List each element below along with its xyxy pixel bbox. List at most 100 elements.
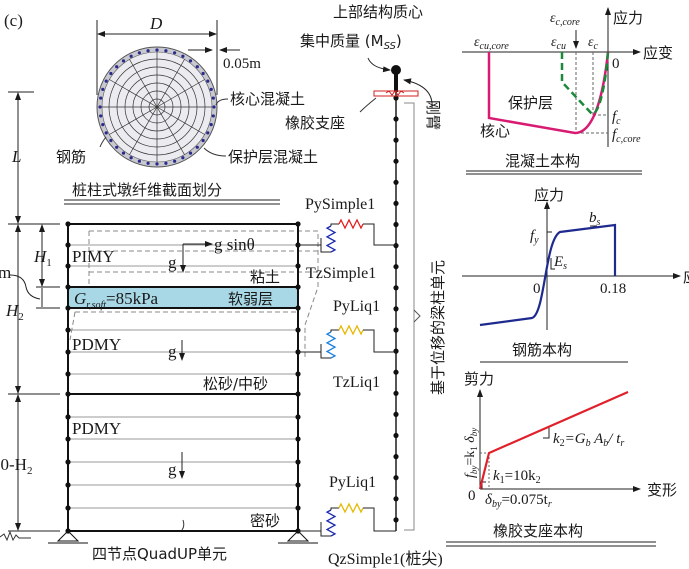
gravity-label-2: g <box>168 342 177 361</box>
L-label: L <box>11 147 21 166</box>
steel-strain-limit: 0.18 <box>600 281 626 297</box>
pile-node <box>393 116 399 122</box>
fiber-radial <box>109 106 158 135</box>
spring-link <box>320 507 339 537</box>
t-z-spring <box>325 225 337 253</box>
rebar-dot <box>181 156 185 160</box>
pile-node <box>393 285 399 291</box>
rebar-dot <box>188 151 193 155</box>
cover-thickness-label: 0.05m <box>223 56 261 72</box>
loose-sand-model-label: PDMY <box>72 335 121 354</box>
p-y-spring <box>338 324 364 336</box>
dense-sand-label: 密砂 <box>250 512 280 530</box>
H1-label: H1 <box>33 247 52 269</box>
rebar-dot <box>146 161 150 165</box>
soft-layer-label: 软弱层 <box>228 290 273 308</box>
k2-label: k2=Gb Ab/ tr <box>553 431 624 449</box>
rebar-dot <box>209 87 213 91</box>
rebar-dot <box>129 156 133 160</box>
soil-node <box>295 459 301 465</box>
soil-node <box>295 414 301 420</box>
rebar-dot <box>137 51 141 55</box>
t-z-spring <box>325 331 337 359</box>
soil-node <box>65 349 71 355</box>
rebar-dot <box>155 162 159 166</box>
fiber-radial <box>156 79 205 108</box>
pile-node <box>393 496 399 502</box>
fixed-supports <box>0 530 318 544</box>
spring-link <box>320 223 339 253</box>
fc-label: fc <box>612 109 621 127</box>
rebar-dot <box>181 54 185 58</box>
Es-label: Es <box>553 254 567 272</box>
spring-link <box>363 329 396 353</box>
pile-node <box>393 200 399 206</box>
soil-node <box>295 391 301 397</box>
bearing-origin: 0 <box>468 488 476 504</box>
H2-label: H2 <box>5 301 24 323</box>
bearing-model-chart <box>477 389 641 492</box>
bearing-y-axis-label: 剪力 <box>464 370 494 388</box>
rebar-dot <box>164 49 168 53</box>
steel-origin: 0 <box>533 281 541 297</box>
pile-cross-section: D 0.05m 核心混凝土 钢筋 保护层混凝土 桩柱式墩纤维截面划分 <box>56 14 318 205</box>
spring-link <box>298 522 322 532</box>
rebar-dot <box>173 51 177 55</box>
concrete-origin: 0 <box>612 56 620 72</box>
concrete-y-axis-label: 应力 <box>613 9 643 27</box>
mass-label-1: 上部结构质心 <box>333 3 423 21</box>
soil-node <box>295 436 301 442</box>
bottom-depth-label: 30-H2 <box>0 455 32 477</box>
rebar-dot <box>121 151 126 155</box>
eps-cu-core-label: εcu,core <box>474 35 509 52</box>
p-y-spring <box>338 218 364 230</box>
dense-sand-model-label: PDMY <box>72 419 121 438</box>
loose-sand-label: 松砂/中砂 <box>203 375 268 393</box>
dimension-lines <box>8 91 60 532</box>
pile-node <box>393 454 399 460</box>
rebar-dot <box>137 159 141 163</box>
rebar-dot <box>99 114 103 118</box>
fby-label: fby=k1 δby <box>463 428 479 478</box>
rebar-dot <box>164 161 168 165</box>
soil-node <box>65 305 71 311</box>
soil-column <box>65 221 319 534</box>
fiber-radial <box>156 106 205 135</box>
beam-column-label: 基于位移的梁柱单元 <box>429 260 447 395</box>
rebar-dot <box>109 71 113 76</box>
pile-node <box>393 517 399 523</box>
bearing-x-axis-label: 变形 <box>647 481 677 499</box>
rebar-dot <box>104 131 108 135</box>
fiber-radial <box>129 106 158 155</box>
pile-node <box>393 432 399 439</box>
pile-node <box>393 348 399 354</box>
p-y-spring <box>338 502 364 514</box>
mass-label-2: 集中质量 (MSS) <box>300 32 402 52</box>
soil-node <box>295 482 301 488</box>
concrete-model-title: 混凝土本构 <box>505 152 580 170</box>
clay-label: 粘土 <box>250 268 280 286</box>
rebar-dot <box>99 96 103 100</box>
pile-node <box>393 221 399 228</box>
pile-node <box>393 369 399 375</box>
spring-link <box>320 329 339 359</box>
pile-node <box>393 158 399 164</box>
soil-node <box>65 436 71 442</box>
spring-link <box>298 344 322 353</box>
soil-node <box>295 284 301 290</box>
core-curve-label: 核心 <box>480 122 510 140</box>
spring-link <box>363 223 396 246</box>
rebar-dot <box>211 114 215 118</box>
soil-node <box>65 284 71 290</box>
pile-node <box>393 179 399 185</box>
soil-node <box>295 371 301 377</box>
steel-model-chart <box>462 201 681 330</box>
soil-node <box>65 482 71 488</box>
diameter-label: D <box>149 14 163 33</box>
eps-c-core-label: εc,core <box>550 11 580 28</box>
pile-node <box>393 137 399 143</box>
rebar-dot <box>146 49 150 53</box>
soil-node <box>295 327 301 333</box>
fiber-radial <box>156 59 185 108</box>
